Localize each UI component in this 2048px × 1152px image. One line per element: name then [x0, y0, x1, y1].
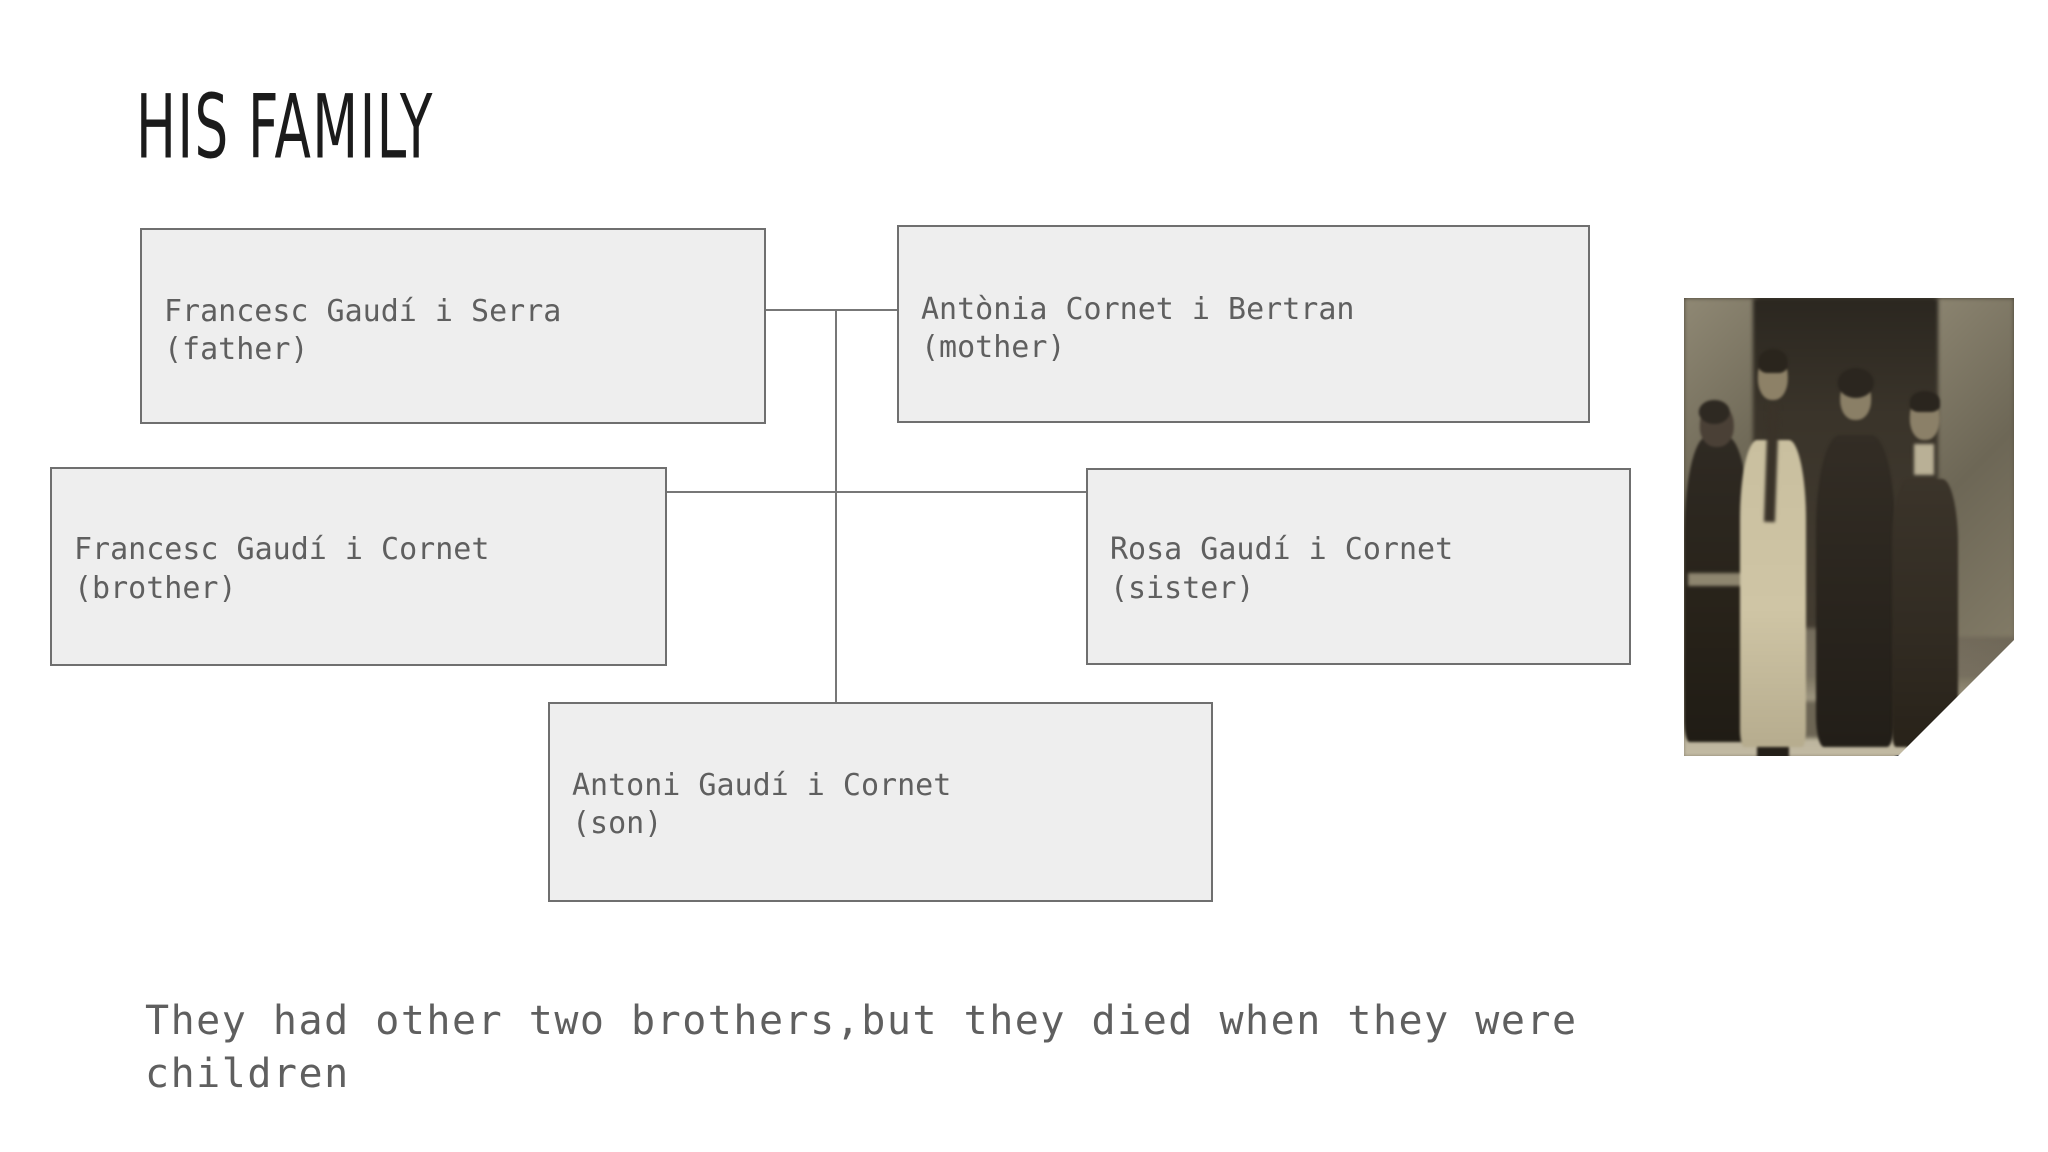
- family-node-sister[interactable]: Rosa Gaudí i Cornet (sister): [1086, 468, 1631, 665]
- family-node-mother-name: Antònia Cornet i Bertran: [921, 291, 1355, 327]
- family-node-brother[interactable]: Francesc Gaudí i Cornet (brother): [50, 467, 667, 666]
- family-node-brother-role: (brother): [74, 570, 237, 606]
- family-node-father-name: Francesc Gaudí i Serra: [164, 293, 562, 329]
- family-node-sister-role: (sister): [1110, 570, 1255, 606]
- family-photograph: [1684, 298, 2014, 756]
- photo-figure-woman-dark-cloak: [1816, 368, 1896, 747]
- photo-figure-hair: [1909, 390, 1941, 412]
- photo-figure-body: [1684, 437, 1750, 743]
- photo-figure-hair: [1758, 349, 1788, 373]
- family-node-mother-role: (mother): [921, 330, 1066, 365]
- family-node-father[interactable]: Francesc Gaudí i Serra (father): [140, 228, 766, 424]
- photo-figure-belt: [1687, 572, 1747, 587]
- caption-line-1: They had other two brothers,but they die…: [145, 998, 1578, 1044]
- caption-line-2: children: [145, 1050, 350, 1097]
- connector-parents-horizontal: [764, 309, 900, 311]
- photo-figure-hair: [1699, 399, 1730, 424]
- family-node-sister-name: Rosa Gaudí i Cornet: [1110, 532, 1454, 568]
- family-node-son-role: (son): [572, 806, 663, 841]
- photo-corner-cut: [1898, 640, 2014, 756]
- family-node-brother-name: Francesc Gaudí i Cornet: [74, 532, 490, 568]
- photo-figure-hair: [1837, 368, 1874, 399]
- caption-block: They had other two brothers,but they die…: [145, 995, 1925, 1101]
- family-node-son[interactable]: Antoni Gaudí i Cornet (son): [548, 702, 1213, 902]
- photo-figure-woman-left: [1684, 399, 1750, 743]
- photo-figure-body: [1816, 435, 1896, 747]
- family-node-son-name: Antoni Gaudí i Cornet: [572, 767, 952, 803]
- connector-siblings-horizontal: [665, 491, 1088, 493]
- family-node-father-role: (father): [164, 332, 309, 367]
- connector-trunk-vertical: [835, 309, 837, 704]
- photo-background: [1684, 298, 2014, 756]
- photo-figure-collar: [1914, 443, 1935, 476]
- family-node-mother[interactable]: Antònia Cornet i Bertran (mother): [897, 225, 1590, 423]
- photo-figure-man-light-coat: [1740, 349, 1807, 756]
- page-title: HIS FAMILY: [136, 76, 434, 180]
